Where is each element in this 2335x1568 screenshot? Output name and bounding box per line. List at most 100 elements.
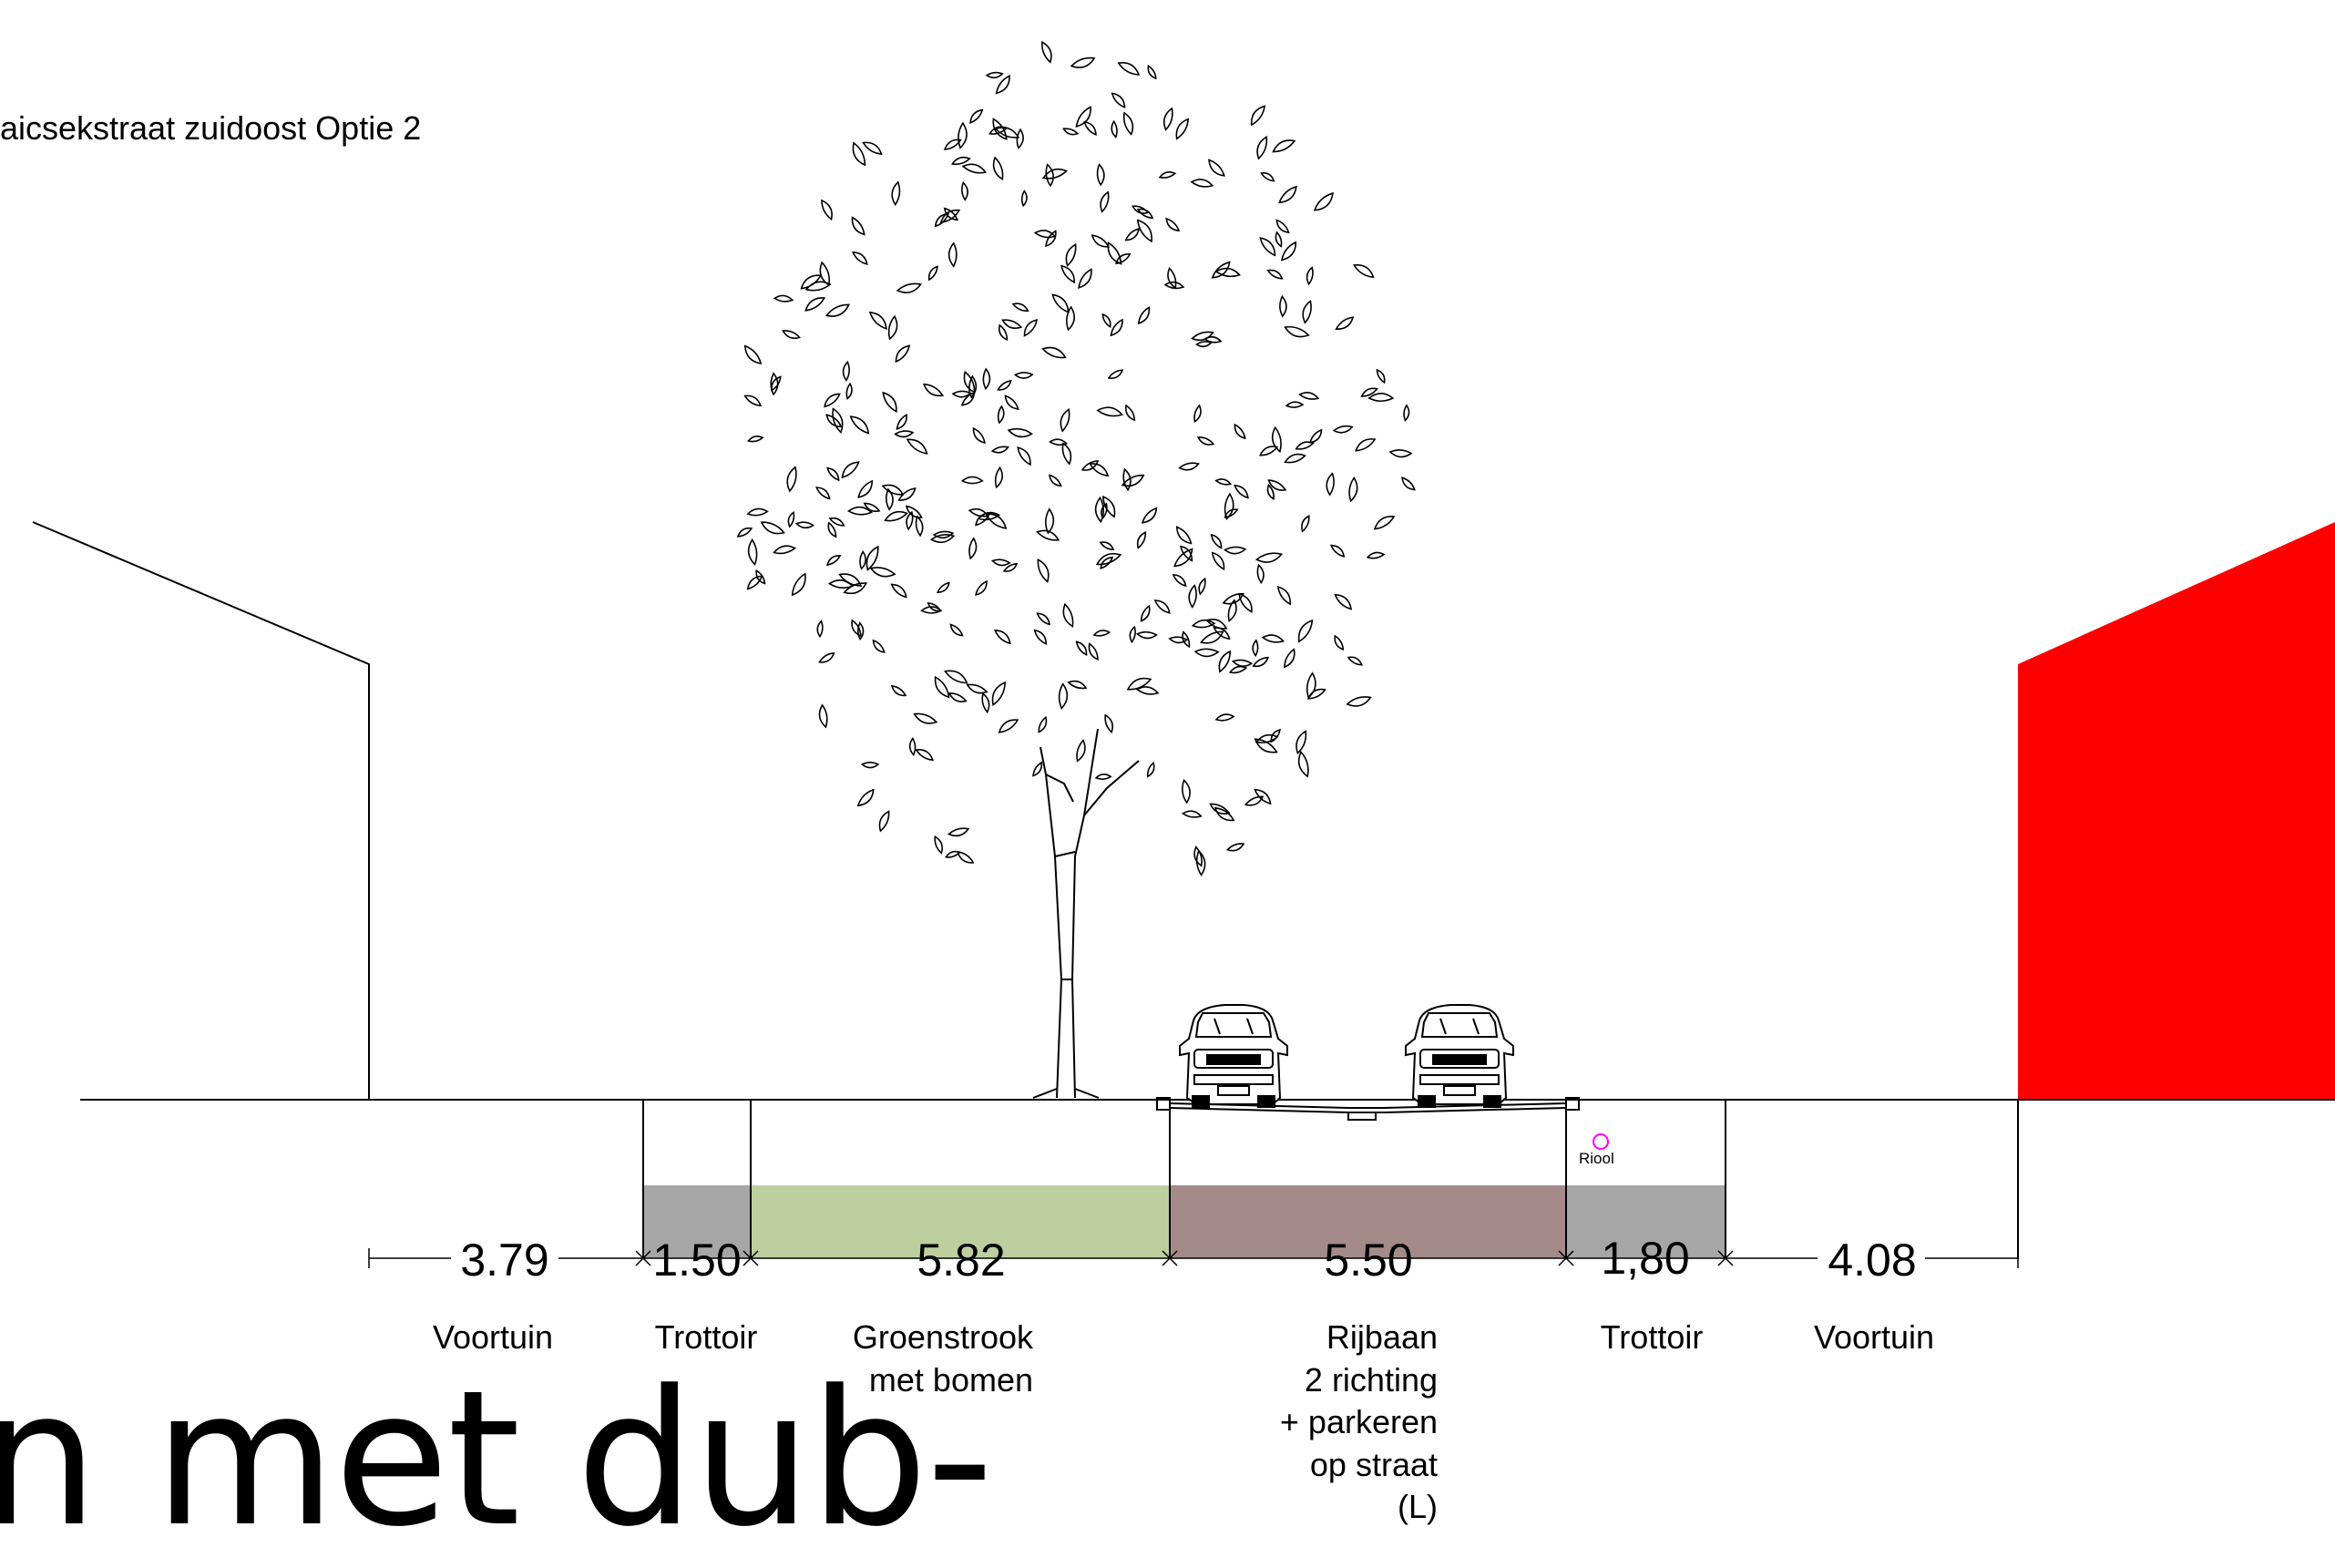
leaf	[961, 163, 988, 174]
leaf	[827, 579, 855, 589]
leaf	[1049, 474, 1062, 487]
leaf	[1099, 541, 1115, 551]
leaf	[824, 393, 841, 408]
leaf	[1284, 453, 1306, 464]
leaf	[1140, 604, 1151, 622]
segment-labels: Voortuin Trottoir Groenstrook met bomen …	[433, 1318, 1934, 1525]
leaf	[1231, 659, 1254, 668]
leaf	[1111, 92, 1126, 108]
groenstrook-strip	[751, 1185, 1170, 1258]
leaf	[887, 314, 898, 341]
leaf	[755, 569, 766, 585]
leaf	[994, 466, 1004, 489]
leaf	[852, 141, 866, 167]
dimension-tick	[635, 1250, 651, 1266]
leaf	[1041, 168, 1069, 179]
leaf	[838, 573, 863, 587]
leaf	[1280, 241, 1297, 261]
dimension-tick	[742, 1250, 759, 1266]
leaf	[1104, 713, 1114, 734]
tree-icon	[736, 40, 1416, 1099]
leaf	[1272, 139, 1296, 153]
leaf	[1092, 630, 1111, 637]
leaf	[1296, 730, 1307, 755]
rijbaan-strip	[1170, 1185, 1566, 1258]
leaf	[1261, 634, 1285, 643]
leaf	[1297, 750, 1309, 778]
leaf	[1285, 401, 1305, 408]
leaf	[760, 521, 785, 535]
leaf	[1252, 639, 1259, 658]
leaf	[770, 372, 779, 396]
leaf	[1205, 619, 1228, 630]
leaf	[852, 251, 868, 265]
leaf	[773, 545, 797, 555]
leaf	[1122, 467, 1132, 492]
leaf	[1266, 483, 1275, 500]
leaf	[1267, 479, 1287, 491]
leaf	[1279, 294, 1287, 318]
leaf	[1051, 293, 1070, 313]
trottoir-right-strip	[1566, 1185, 1726, 1258]
trottoir-left-strip	[643, 1185, 751, 1258]
leaf	[826, 555, 842, 567]
leaf	[1102, 495, 1116, 518]
leaf	[816, 620, 824, 639]
leaf	[869, 567, 896, 578]
leaf	[747, 538, 758, 566]
leaf	[1033, 629, 1048, 645]
leaf	[1111, 119, 1118, 138]
leaf	[1355, 438, 1377, 452]
segment-label: Rijbaan	[1326, 1318, 1438, 1356]
leaf	[821, 199, 833, 221]
leaf	[1244, 795, 1265, 806]
leaf	[995, 74, 1010, 95]
leaf	[824, 303, 850, 317]
leaf	[851, 619, 862, 638]
leaf	[1228, 665, 1248, 674]
leaf	[1089, 463, 1110, 477]
leaf	[842, 360, 850, 382]
leaf	[1036, 612, 1051, 626]
leaf	[1045, 230, 1057, 248]
leaf	[1195, 849, 1206, 876]
leaf	[1182, 630, 1191, 649]
leaf	[1147, 64, 1157, 80]
leaf	[857, 479, 874, 498]
leaf	[1153, 600, 1171, 614]
leaf	[1209, 803, 1231, 815]
leaf	[947, 827, 970, 837]
segment-label: (L)	[1398, 1488, 1438, 1525]
leaf	[863, 502, 881, 512]
leaf	[994, 127, 1020, 138]
leaf	[1041, 40, 1052, 64]
leaf	[804, 297, 826, 312]
leaf	[936, 581, 950, 593]
leaf	[1162, 107, 1173, 131]
leaf	[1335, 316, 1355, 330]
leaf	[1168, 636, 1189, 644]
leaf	[1367, 393, 1395, 403]
leaf	[841, 461, 860, 479]
leaf	[1193, 404, 1202, 424]
leaf	[895, 344, 911, 364]
leaf	[1101, 313, 1111, 329]
leaf	[1095, 552, 1122, 566]
leaf	[818, 703, 828, 729]
leaf	[1360, 387, 1378, 397]
leaf	[927, 602, 942, 612]
leaf	[944, 670, 968, 684]
leaf	[1284, 325, 1310, 338]
leaf	[1011, 302, 1029, 313]
riool-label: Riool	[1579, 1150, 1614, 1167]
leaf	[913, 712, 938, 724]
leaf	[1271, 425, 1282, 454]
segment-label: Trottoir	[1601, 1318, 1704, 1356]
leaf	[998, 719, 1019, 733]
leaf	[897, 487, 917, 501]
leaf	[1158, 171, 1177, 179]
leaf	[1211, 261, 1231, 279]
leaf	[1401, 477, 1416, 491]
leaf	[826, 466, 840, 482]
leaf	[818, 651, 835, 663]
